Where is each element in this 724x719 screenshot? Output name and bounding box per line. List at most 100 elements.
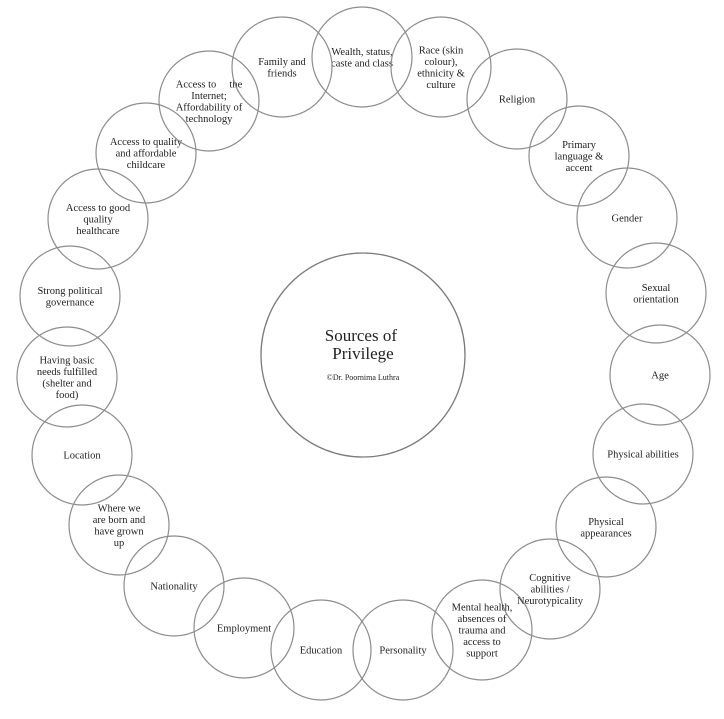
node-circle <box>95 102 197 204</box>
node-label-line: absences of <box>458 614 507 625</box>
node-label-line: Personality <box>379 646 427 657</box>
node-circle <box>16 326 118 428</box>
node-label-line: Affordability of <box>176 102 243 113</box>
node-nationality: Nationality <box>123 535 225 637</box>
node-label-line: Strong political <box>37 286 102 297</box>
node-label-line: culture <box>426 80 455 91</box>
node-label-line: Location <box>63 451 101 462</box>
node-religion: Religion <box>466 48 568 150</box>
node-label-line: Wealth, status, <box>331 47 392 58</box>
node-label-line: Physical <box>588 517 624 528</box>
node-circle <box>390 16 492 118</box>
node-label-line: abilities / <box>531 585 570 596</box>
node-label-line: Gender <box>612 214 643 225</box>
center-title-line-2: Privilege <box>332 344 393 363</box>
node-label-line: Access to the <box>176 79 243 90</box>
node-label-line: orientation <box>633 294 679 305</box>
node-personality: Personality <box>352 599 454 701</box>
node-label-line: appearances <box>580 528 631 539</box>
node-circle <box>123 535 225 637</box>
node-label: Education <box>300 646 343 657</box>
node-label-line: childcare <box>127 160 166 171</box>
node-label: Wealth, status,caste and class <box>331 47 393 70</box>
node-circle <box>605 242 707 344</box>
center-node: Sources of Privilege ©Dr. Poornima Luthr… <box>260 252 466 458</box>
node-label: Physical abilities <box>607 450 678 461</box>
node-circle <box>431 579 533 681</box>
node-label-line: Where we <box>98 503 141 514</box>
node-label-line: up <box>114 538 125 549</box>
node-label-line: Age <box>651 371 669 382</box>
node-circle <box>576 167 678 269</box>
node-circle <box>352 599 454 701</box>
node-label-line: and affordable <box>116 149 177 160</box>
node-label-line: Sexual <box>642 283 671 294</box>
node-label: Employment <box>217 624 271 635</box>
node-circle <box>499 538 601 640</box>
node-label-line: caste and class <box>331 58 393 69</box>
node-label-line: trauma and <box>459 626 507 637</box>
center-title-line-1: Sources of <box>325 326 398 345</box>
node-label-line: ethnicity & <box>417 68 465 79</box>
node-circle <box>555 476 657 578</box>
node-label-line: Education <box>300 646 343 657</box>
node-label-line: technology <box>186 114 233 125</box>
node-circle <box>31 404 133 506</box>
node-label-line: Race (skin <box>419 45 464 56</box>
node-circle <box>528 105 630 207</box>
node-label: Location <box>63 451 101 462</box>
node-circle <box>19 245 121 347</box>
node-circle <box>68 474 170 576</box>
center-credit: ©Dr. Poornima Luthra <box>327 373 400 382</box>
node-label-line: Physical abilities <box>607 450 678 461</box>
node-circle <box>592 403 694 505</box>
node-label-line: Religion <box>499 95 536 106</box>
node-label-line: are born and <box>93 515 146 526</box>
node-circle <box>158 50 260 152</box>
node-circle <box>609 324 711 426</box>
node-label-line: friends <box>267 68 296 79</box>
node-label-line: Cognitive <box>529 573 571 584</box>
node-label-line: Family and <box>258 57 306 68</box>
node-label: Gender <box>612 214 643 225</box>
node-physical-abilities: Physical abilities <box>592 403 694 505</box>
node-label-line: have grown <box>94 526 144 537</box>
center-circle <box>260 252 466 458</box>
node-employment: Employment <box>193 577 295 679</box>
node-label-line: governance <box>46 297 95 308</box>
node-label: Nationality <box>150 582 198 593</box>
node-circle <box>466 48 568 150</box>
node-label-line: needs fulfilled <box>37 367 98 378</box>
node-label-line: Access to quality <box>110 137 183 148</box>
node-circle <box>193 577 295 679</box>
node-gender: Gender <box>576 167 678 269</box>
node-label: Personality <box>379 646 427 657</box>
node-location: Location <box>31 404 133 506</box>
node-circle <box>231 16 333 118</box>
node-label-line: language & <box>555 152 604 163</box>
node-label: Religion <box>499 95 536 106</box>
